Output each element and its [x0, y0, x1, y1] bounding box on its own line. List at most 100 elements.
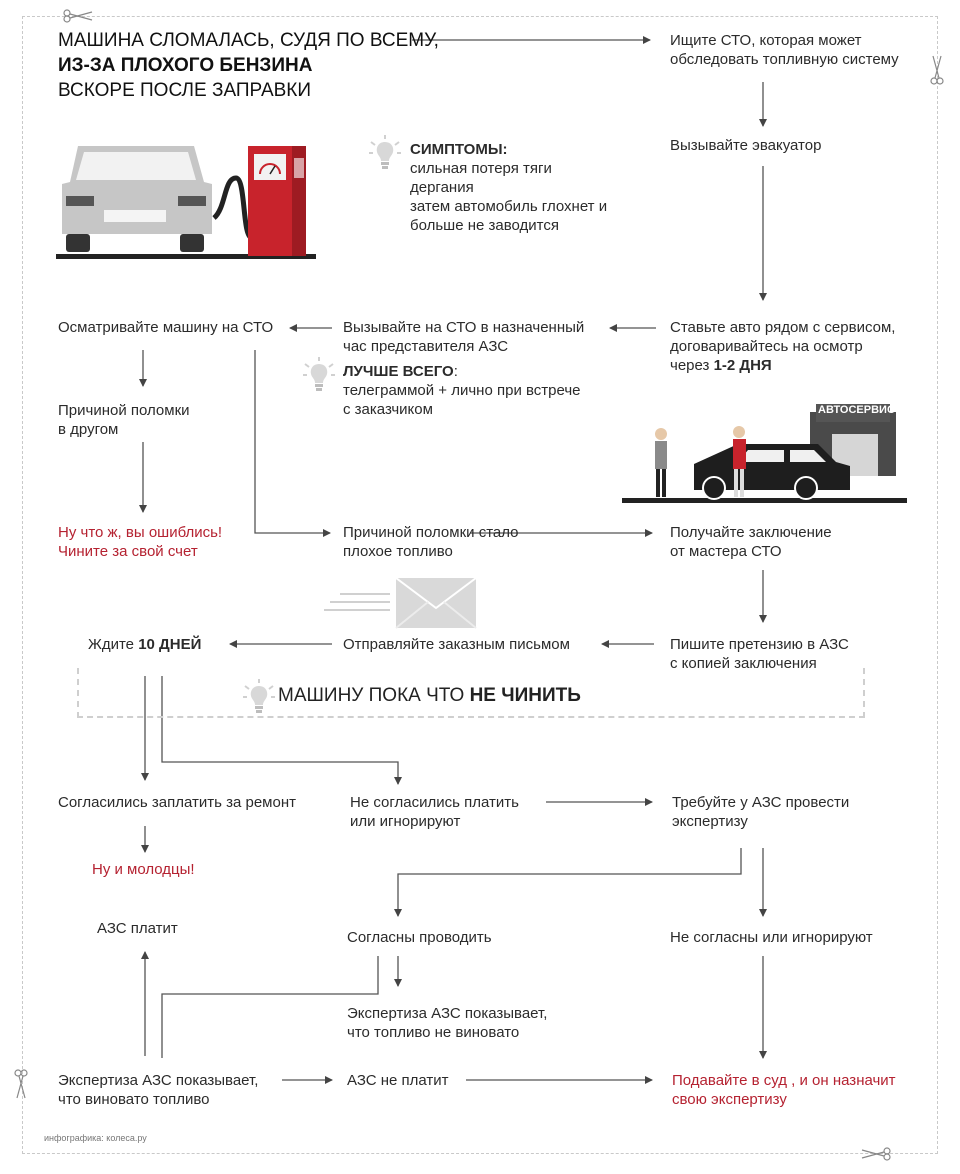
symptom-item: сильная потеря тяги [410, 160, 552, 177]
outcome-text: свою экспертизу [672, 1091, 787, 1108]
step-text: с копией заключения [670, 655, 817, 672]
step-text: в другом [58, 421, 119, 438]
arrow-agree-to-examfuel [161, 956, 379, 1058]
tip-heading-colon: : [453, 363, 458, 380]
sign-text: АВТОСЕРВИС [818, 404, 895, 416]
step-text: что виновато топливо [58, 1091, 210, 1108]
step-inspect: Осматривайте машину на СТО [58, 318, 273, 337]
step-text: договаривайтесь на осмотр [670, 338, 863, 355]
step-text: Отправляйте заказным письмом [343, 636, 570, 653]
step-bad-fuel: Причиной поломки стало плохое топливо [343, 523, 519, 561]
lightbulb-icon [369, 135, 401, 169]
warning-text-bold: НЕ ЧИНИТЬ [469, 685, 581, 706]
step-text: Не согласились платить [350, 794, 519, 811]
lightbulb-icon [303, 357, 335, 391]
symptoms-block: СИМПТОМЫ: сильная потеря тяги дергания з… [410, 140, 607, 235]
step-text: экспертизу [672, 813, 748, 830]
step-pays: АЗС платит [97, 919, 178, 938]
step-text: Экспертиза АЗС показывает, [58, 1072, 259, 1089]
symptom-item: затем автомобиль глохнет и [410, 198, 608, 215]
step-text: Вызывайте эвакуатор [670, 137, 822, 154]
step-text: АЗС не платит [347, 1072, 449, 1089]
car-service-illustration [622, 404, 907, 503]
tip-heading: ЛУЧШЕ ВСЕГО: [343, 362, 581, 381]
step-find-service: Ищите СТО, которая может обследовать топ… [670, 31, 899, 69]
outcome-mistake: Ну что ж, вы ошиблись! Чините за свой сч… [58, 523, 222, 561]
step-text: плохое топливо [343, 543, 453, 560]
step-text: Требуйте у АЗС провести [672, 794, 850, 811]
tip-text: с заказчиком [343, 401, 433, 418]
scissors-icon [63, 9, 93, 23]
step-agreed: Согласились заплатить за ремонт [58, 793, 296, 812]
step-demand: Требуйте у АЗС провести экспертизу [672, 793, 849, 831]
step-exam-not-fuel: Экспертиза АЗС показывает, что топливо н… [347, 1004, 547, 1042]
step-text: Ставьте авто рядом с сервисом, [670, 319, 896, 336]
scissors-icon [930, 55, 944, 85]
step-agree-exam: Согласны проводить [347, 928, 492, 947]
step-text: Согласились заплатить за ремонт [58, 794, 296, 811]
arrow-demand-to-agree [394, 848, 742, 917]
page-title: МАШИНА СЛОМАЛАСЬ, СУДЯ ПО ВСЕМУ, ИЗ-ЗА П… [58, 28, 439, 103]
step-text: обследовать топливную систему [670, 51, 899, 68]
step-text: от мастера СТО [670, 543, 782, 560]
step-text: Не согласны или игнорируют [670, 929, 873, 946]
title-line: МАШИНА СЛОМАЛАСЬ, СУДЯ ПО ВСЕМУ, [58, 30, 439, 51]
warning-text-prefix: МАШИНУ ПОКА ЧТО [278, 685, 470, 706]
outcome-text: Подавайте в суд , и он назначит [672, 1072, 896, 1089]
dashed-frame [22, 16, 938, 1154]
arrow-wait-to-refused [161, 676, 402, 785]
credit-text: инфографика: колеса.ру [44, 1133, 147, 1143]
warning-text: МАШИНУ ПОКА ЧТО НЕ ЧИНИТЬ [278, 685, 581, 707]
step-text: Осматривайте машину на СТО [58, 319, 274, 336]
step-text: Получайте заключение [670, 524, 832, 541]
outcome-court: Подавайте в суд , и он назначит свою экс… [672, 1071, 896, 1109]
step-text: что топливо не виновато [347, 1024, 520, 1041]
symptom-item: дергания [410, 179, 474, 196]
step-text: Ждите [88, 636, 139, 653]
tip-best: ЛУЧШЕ ВСЕГО: телеграммой + лично при вст… [343, 362, 581, 419]
step-text: через [670, 357, 710, 374]
step-park: Ставьте авто рядом с сервисом, договарив… [670, 318, 895, 375]
step-text: Причиной поломки стало [343, 524, 519, 541]
title-line-bold: ИЗ-ЗА ПЛОХОГО БЕНЗИНА [58, 55, 313, 76]
step-text: через 1-2 ДНЯ [670, 356, 895, 375]
step-text: Экспертиза АЗС показывает, [347, 1005, 548, 1022]
step-text: Ищите СТО, которая может [670, 32, 862, 49]
step-text: АЗС платит [97, 920, 178, 937]
step-text: Причиной поломки [58, 402, 190, 419]
step-tow: Вызывайте эвакуатор [670, 136, 821, 155]
step-text: или игнорируют [350, 813, 461, 830]
arrow-inspect-to-badfuel [254, 350, 331, 537]
step-text-bold: 1-2 ДНЯ [713, 357, 772, 374]
outcome-text: Ну что ж, вы ошиблись! [58, 524, 223, 541]
outcome-text: Ну и молодцы! [92, 861, 195, 878]
envelope-icon [324, 578, 477, 629]
tip-text: телеграммой + лично при встрече [343, 382, 581, 399]
lightbulb-icon [243, 679, 275, 713]
step-text: час представителя АЗС [343, 338, 509, 355]
step-wait: Ждите 10 ДНЕЙ [88, 635, 201, 654]
outcome-well-done: Ну и молодцы! [92, 860, 195, 879]
step-disagree-exam: Не согласны или игнорируют [670, 928, 873, 947]
step-text: Пишите претензию в АЗС [670, 636, 849, 653]
scissors-icon [14, 1069, 28, 1099]
service-sign: АВТОСЕРВИС [818, 403, 895, 417]
step-call-rep: Вызывайте на СТО в назначенный час предс… [343, 318, 584, 356]
car-at-fuel-pump-illustration [56, 146, 316, 259]
step-text: Вызывайте на СТО в назначенный [343, 319, 585, 336]
step-refused: Не согласились платить или игнорируют [350, 793, 519, 831]
step-exam-fuel: Экспертиза АЗС показывает, что виновато … [58, 1071, 258, 1109]
symptoms-heading: СИМПТОМЫ: [410, 141, 508, 158]
warning-box [77, 668, 865, 718]
title-line: ВСКОРЕ ПОСЛЕ ЗАПРАВКИ [58, 80, 312, 101]
step-not-pays: АЗС не платит [347, 1071, 449, 1090]
step-conclusion: Получайте заключение от мастера СТО [670, 523, 832, 561]
outcome-text: Чините за свой счет [58, 543, 198, 560]
scissors-icon [861, 1147, 891, 1161]
step-text-bold: 10 ДНЕЙ [138, 636, 202, 653]
step-claim: Пишите претензию в АЗС с копией заключен… [670, 635, 849, 673]
step-other-cause: Причиной поломки в другом [58, 401, 190, 439]
tip-heading-bold: ЛУЧШЕ ВСЕГО [343, 363, 454, 380]
step-text: Согласны проводить [347, 929, 492, 946]
